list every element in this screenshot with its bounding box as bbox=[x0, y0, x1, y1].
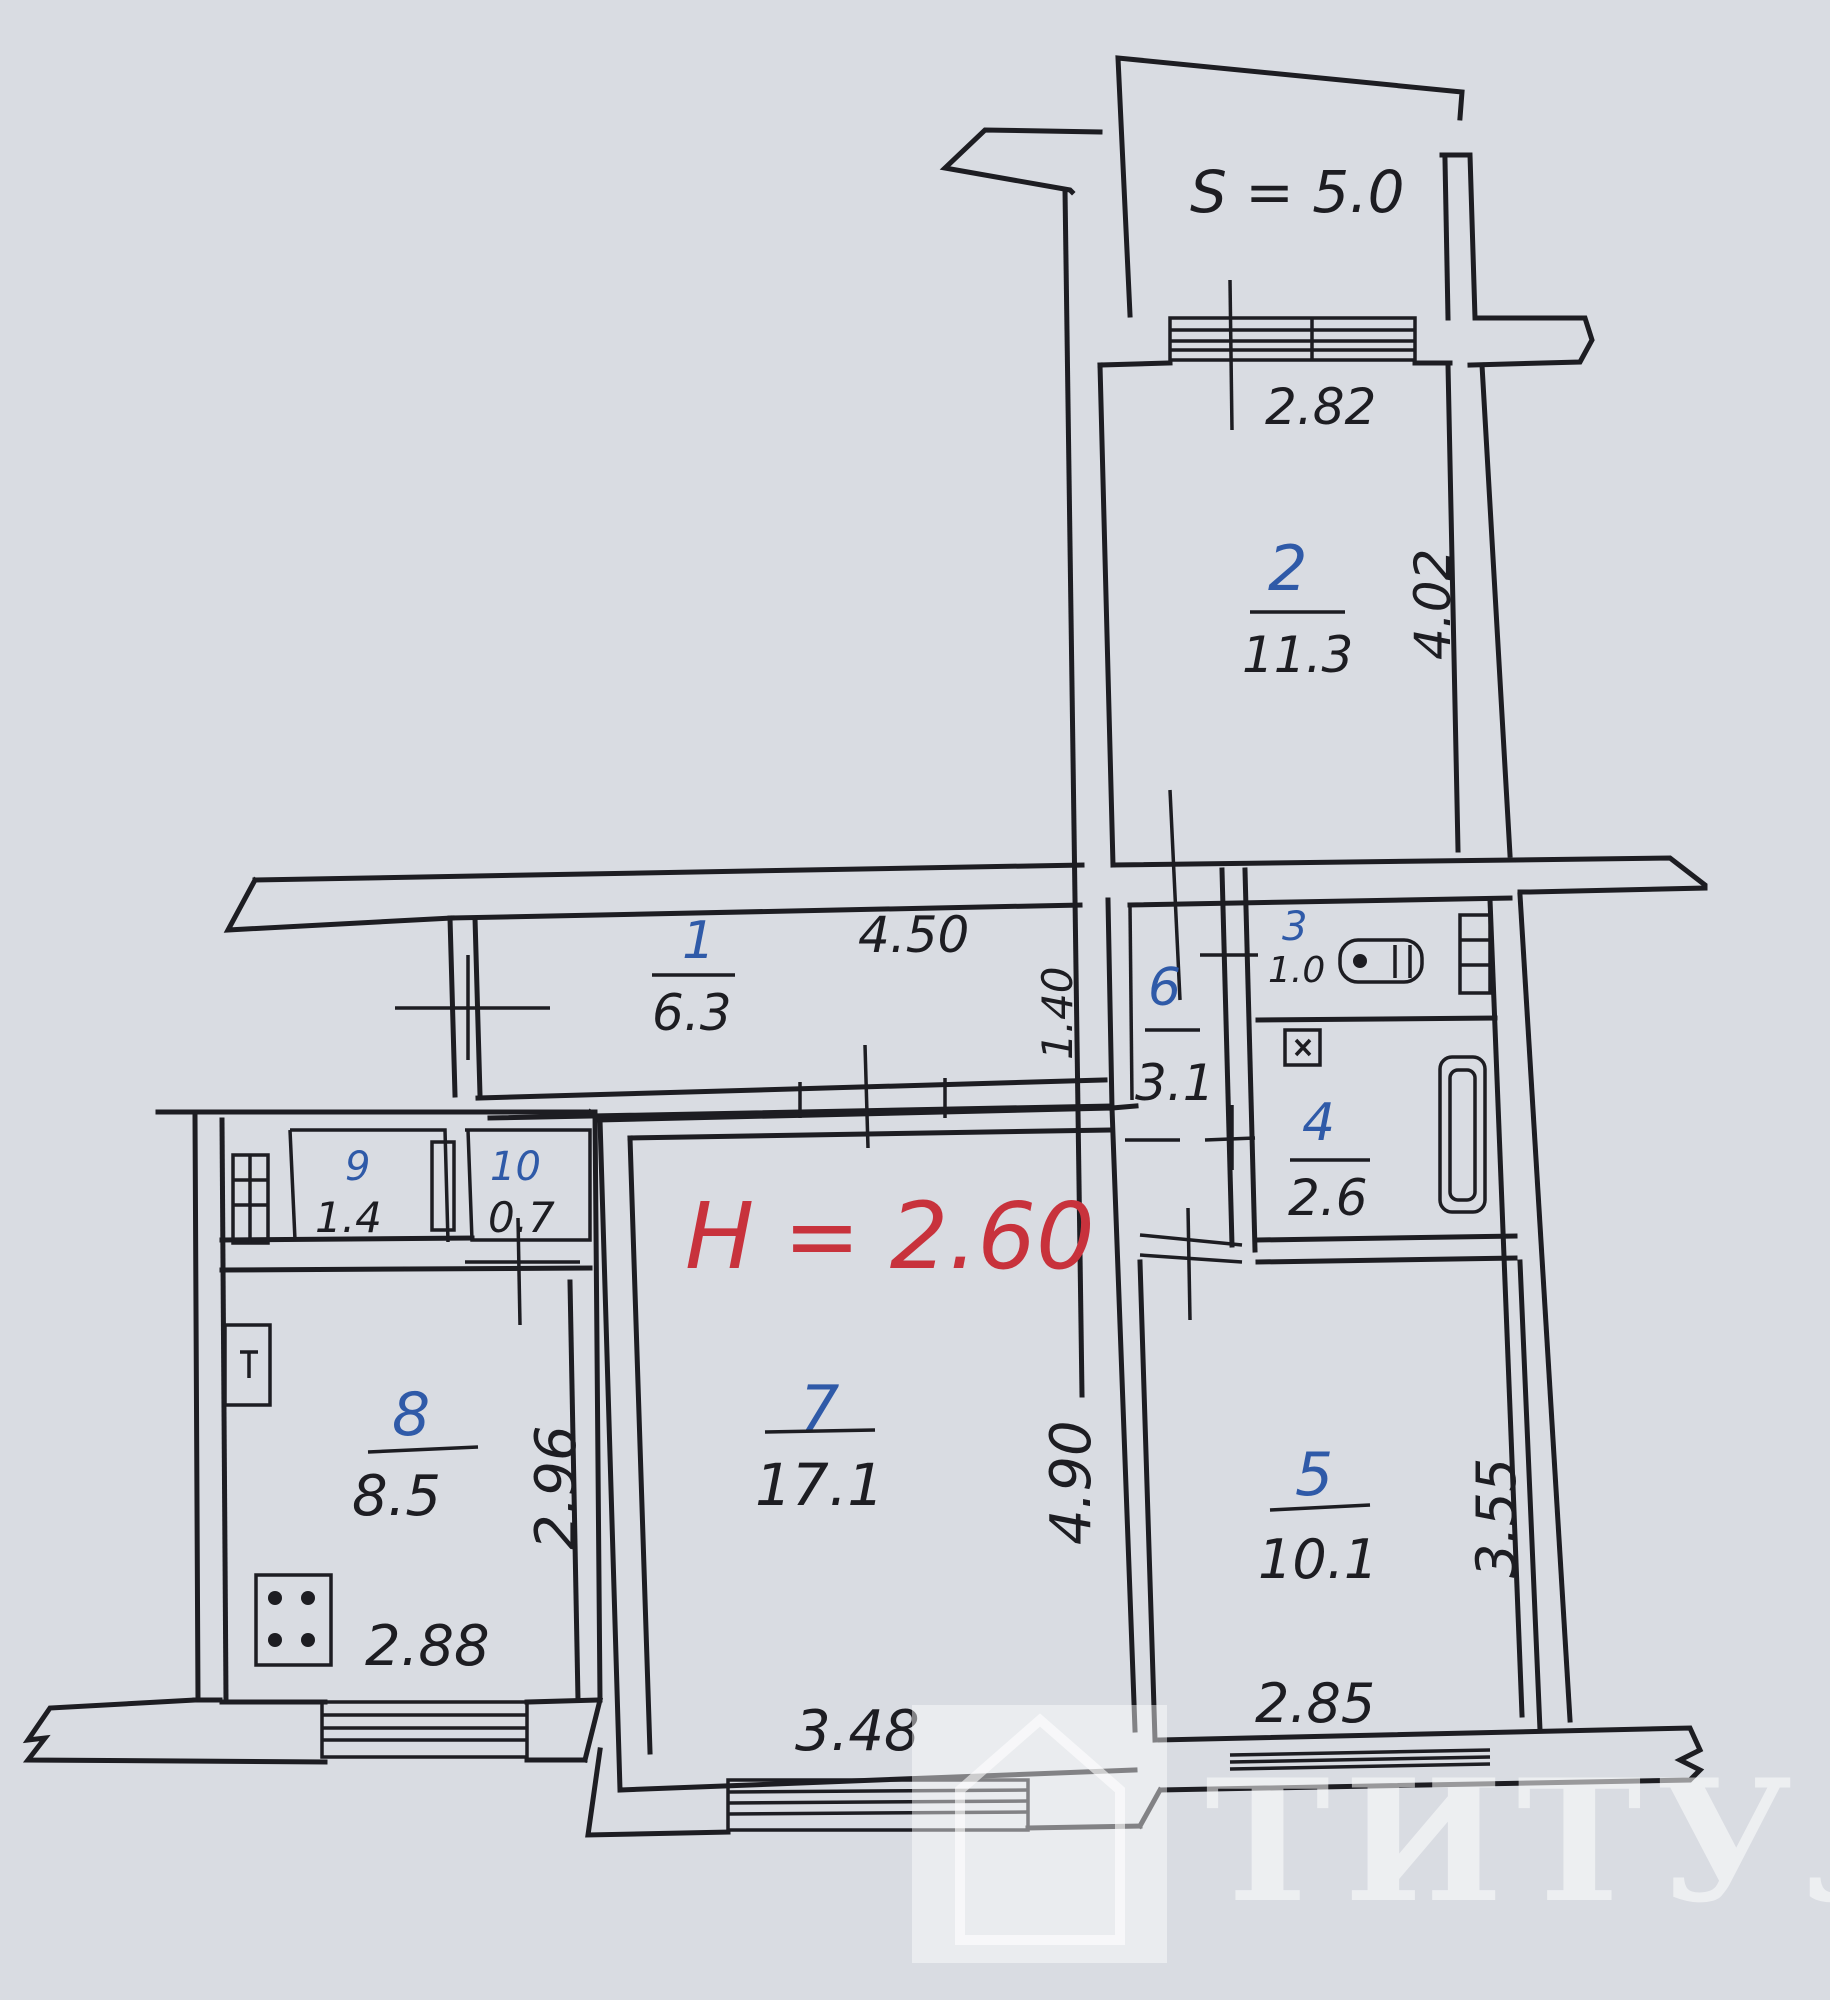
room-number: 10 bbox=[490, 1144, 541, 1190]
sink-icon bbox=[223, 1323, 272, 1407]
dimension-label: 2.88 bbox=[365, 1614, 490, 1679]
ceiling-height-label: H = 2.60 bbox=[685, 1183, 1095, 1290]
room-area: 3.1 bbox=[1135, 1054, 1215, 1112]
window-room8 bbox=[320, 1700, 529, 1759]
dimension-label: 3.55 bbox=[1465, 1458, 1528, 1578]
room-number: 7 bbox=[800, 1372, 839, 1445]
stove-icon bbox=[254, 1573, 333, 1667]
dimension-label: 2.85 bbox=[1255, 1672, 1375, 1735]
balcony-outline bbox=[1115, 55, 1465, 318]
room-area: 17.1 bbox=[755, 1451, 884, 1519]
dimension-label: 4.02 bbox=[1404, 549, 1462, 660]
watermark: ТИТУЛ bbox=[912, 1705, 1830, 1963]
fixtures bbox=[223, 913, 1492, 1667]
toilet-icon bbox=[1338, 938, 1424, 984]
room-number: 6 bbox=[1148, 958, 1181, 1018]
room-number: 1 bbox=[682, 911, 715, 971]
bathtub-icon bbox=[1438, 1055, 1487, 1214]
watermark-text: ТИТУЛ bbox=[1205, 1742, 1830, 1940]
room-area: 6.3 bbox=[652, 984, 732, 1042]
washbasin-icon bbox=[1283, 1028, 1322, 1067]
room-number: 5 bbox=[1295, 1440, 1333, 1510]
room-area: 1.0 bbox=[1268, 950, 1325, 991]
dimension-label: 4.50 bbox=[858, 906, 969, 964]
balcony-door bbox=[1168, 279, 1417, 431]
window-room5 bbox=[1229, 1748, 1491, 1771]
room-number: 9 bbox=[345, 1144, 370, 1190]
window-room7 bbox=[726, 1778, 1030, 1832]
room-number: 3 bbox=[1282, 904, 1307, 950]
dimension-label: 2.96 bbox=[524, 1425, 589, 1550]
room-area: 11.3 bbox=[1242, 626, 1353, 684]
labels: S = 5.0 H = 2.60 2 11.3 2.82 4.02 1 6.3 … bbox=[315, 158, 1528, 1764]
room-number: 4 bbox=[1302, 1093, 1335, 1153]
room-area: 1.4 bbox=[315, 1193, 382, 1242]
heater-icon bbox=[1458, 913, 1492, 995]
room-area: 10.1 bbox=[1258, 1528, 1378, 1591]
room-area: 0.7 bbox=[488, 1193, 555, 1242]
room-area: 8.5 bbox=[352, 1464, 441, 1529]
dimension-label: 4.90 bbox=[1039, 1420, 1104, 1545]
watermark-logo-icon bbox=[912, 1705, 1167, 1963]
dimension-label: 2.82 bbox=[1265, 378, 1376, 436]
balcony-area-label: S = 5.0 bbox=[1190, 158, 1405, 226]
radiator-icon bbox=[231, 1153, 270, 1245]
room-number: 8 bbox=[392, 1380, 430, 1450]
room-number: 2 bbox=[1268, 532, 1307, 605]
dimension-label: 3.48 bbox=[795, 1699, 920, 1764]
room-area: 2.6 bbox=[1288, 1169, 1368, 1227]
walls bbox=[22, 55, 1708, 1838]
dimension-label: 1.40 bbox=[1033, 966, 1082, 1060]
